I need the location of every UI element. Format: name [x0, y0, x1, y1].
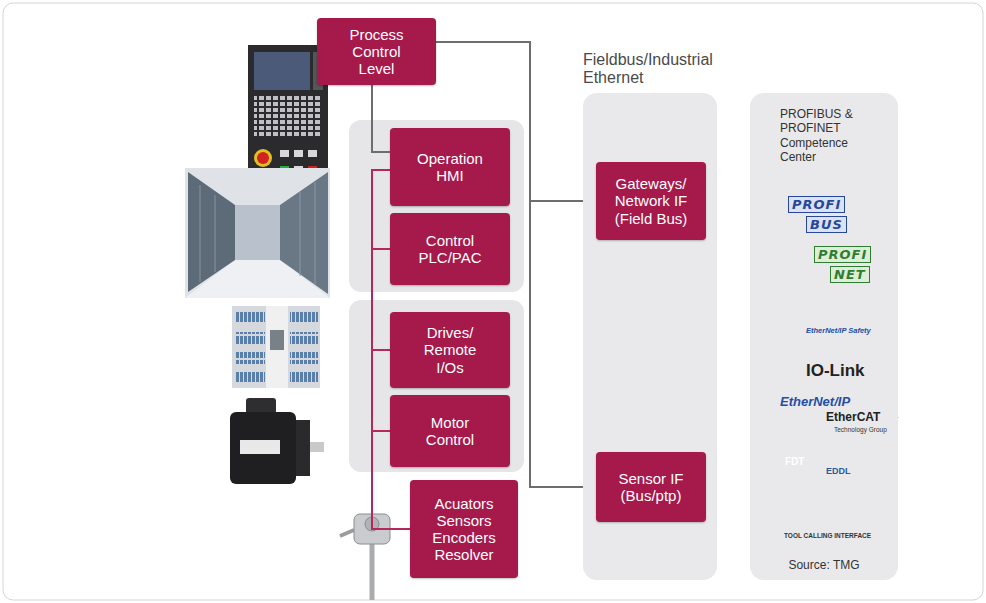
component-box: Acuators Sensors Encoders Resolver [410, 480, 518, 578]
component-box: Motor Control [390, 395, 510, 467]
box-label: Sensor IF (Bus/ptp) [607, 470, 695, 505]
control-cabinet-photo [290, 372, 318, 384]
server-room-photo [315, 182, 316, 285]
servo-motor-photo [230, 412, 296, 484]
logo-text: NET [830, 266, 870, 283]
cnc-panel-photo [257, 152, 269, 164]
server-room-photo [215, 195, 216, 272]
cnc-panel-photo [294, 150, 303, 157]
control-cabinet-photo [290, 332, 318, 344]
temperature-sensor-photo [340, 514, 390, 600]
box-label: Operation HMI [412, 150, 488, 185]
component-box: Control PLC/PAC [390, 213, 510, 285]
server-room-photo [280, 172, 328, 294]
temperature-sensor-photo [370, 544, 375, 600]
logo-text: TOOL CALLING INTERFACE [784, 532, 871, 539]
control-cabinet-photo [270, 330, 284, 350]
page-frame [3, 3, 983, 600]
box-label: Process Control Level [339, 26, 415, 78]
server-room-photo [185, 168, 330, 298]
servo-motor-photo [240, 440, 280, 454]
cnc-panel-photo [254, 52, 310, 90]
server-room-photo [235, 205, 280, 260]
group-panel [349, 120, 524, 292]
cnc-panel-photo [254, 149, 272, 167]
group-panel [349, 120, 524, 472]
connector-line [372, 170, 390, 249]
box-label: Motor Control [412, 414, 488, 449]
box-label: Acuators Sensors Encoders Resolver [426, 495, 502, 564]
server-room-photo [200, 185, 201, 282]
logo-text: PROFI [814, 246, 871, 263]
server-room-photo [188, 172, 235, 292]
logo-text: IO-Link [806, 361, 865, 381]
network-panel: Fieldbus/Industrial EthernetGateways/ Ne… [583, 93, 717, 580]
control-cabinet-photo [235, 312, 265, 324]
servo-motor-photo [310, 442, 324, 452]
connector-line [372, 170, 390, 431]
logo-text: BUS [806, 216, 847, 233]
logo-text: FDT [785, 456, 804, 467]
control-cabinet-photo [290, 312, 318, 324]
logo-text: EtherCAT [826, 410, 880, 424]
logo-text: EDDL [826, 466, 851, 476]
connector-line [372, 170, 390, 350]
interface-box: Gateways/ Network IF (Field Bus) [596, 162, 706, 240]
interface-box: Sensor IF (Bus/ptp) [596, 452, 706, 522]
group-panel [349, 300, 524, 472]
panel-heading: PROFIBUS & PROFINET Competence Center [780, 107, 864, 165]
control-cabinet-photo [232, 306, 320, 388]
control-cabinet-photo [266, 306, 288, 388]
servo-motor-photo [246, 398, 276, 414]
box-label: Drives/ Remote I/Os [412, 324, 488, 376]
panel-heading: Fieldbus/Industrial Ethernet [583, 51, 753, 88]
control-cabinet-photo [235, 332, 265, 344]
temperature-sensor-photo [340, 530, 354, 536]
box-label: Gateways/ Network IF (Field Bus) [607, 175, 695, 227]
logo-text: EtherNet/IP [780, 394, 850, 409]
logo-text: EtherNet/IP Safety [806, 326, 871, 335]
box-label: Control PLC/PAC [412, 232, 488, 267]
control-cabinet-photo [290, 352, 318, 364]
page-frame [3, 3, 983, 600]
logo-text: PROFI [788, 196, 845, 213]
level-box: Process Control Level [317, 18, 436, 85]
control-cabinet-photo [235, 372, 265, 384]
cnc-panel-photo [308, 150, 317, 157]
cnc-panel-photo [254, 96, 322, 136]
connector-line [372, 85, 390, 152]
server-room-photo [185, 168, 330, 298]
logo-text: Technology Group [834, 426, 887, 433]
component-box: Drives/ Remote I/Os [390, 312, 510, 388]
component-box: Operation HMI [390, 128, 510, 206]
logo-panel: PROFIBUS & PROFINET Competence CenterSou… [750, 93, 898, 580]
cnc-panel-photo [248, 45, 328, 185]
servo-motor-photo [230, 398, 324, 484]
source-note: Source: TMG [750, 558, 898, 572]
server-room-photo [300, 192, 301, 276]
control-cabinet-photo [232, 306, 320, 388]
cnc-panel-photo [248, 45, 328, 185]
cnc-panel-photo [280, 150, 289, 157]
control-cabinet-photo [235, 352, 265, 364]
servo-motor-photo [296, 420, 310, 476]
